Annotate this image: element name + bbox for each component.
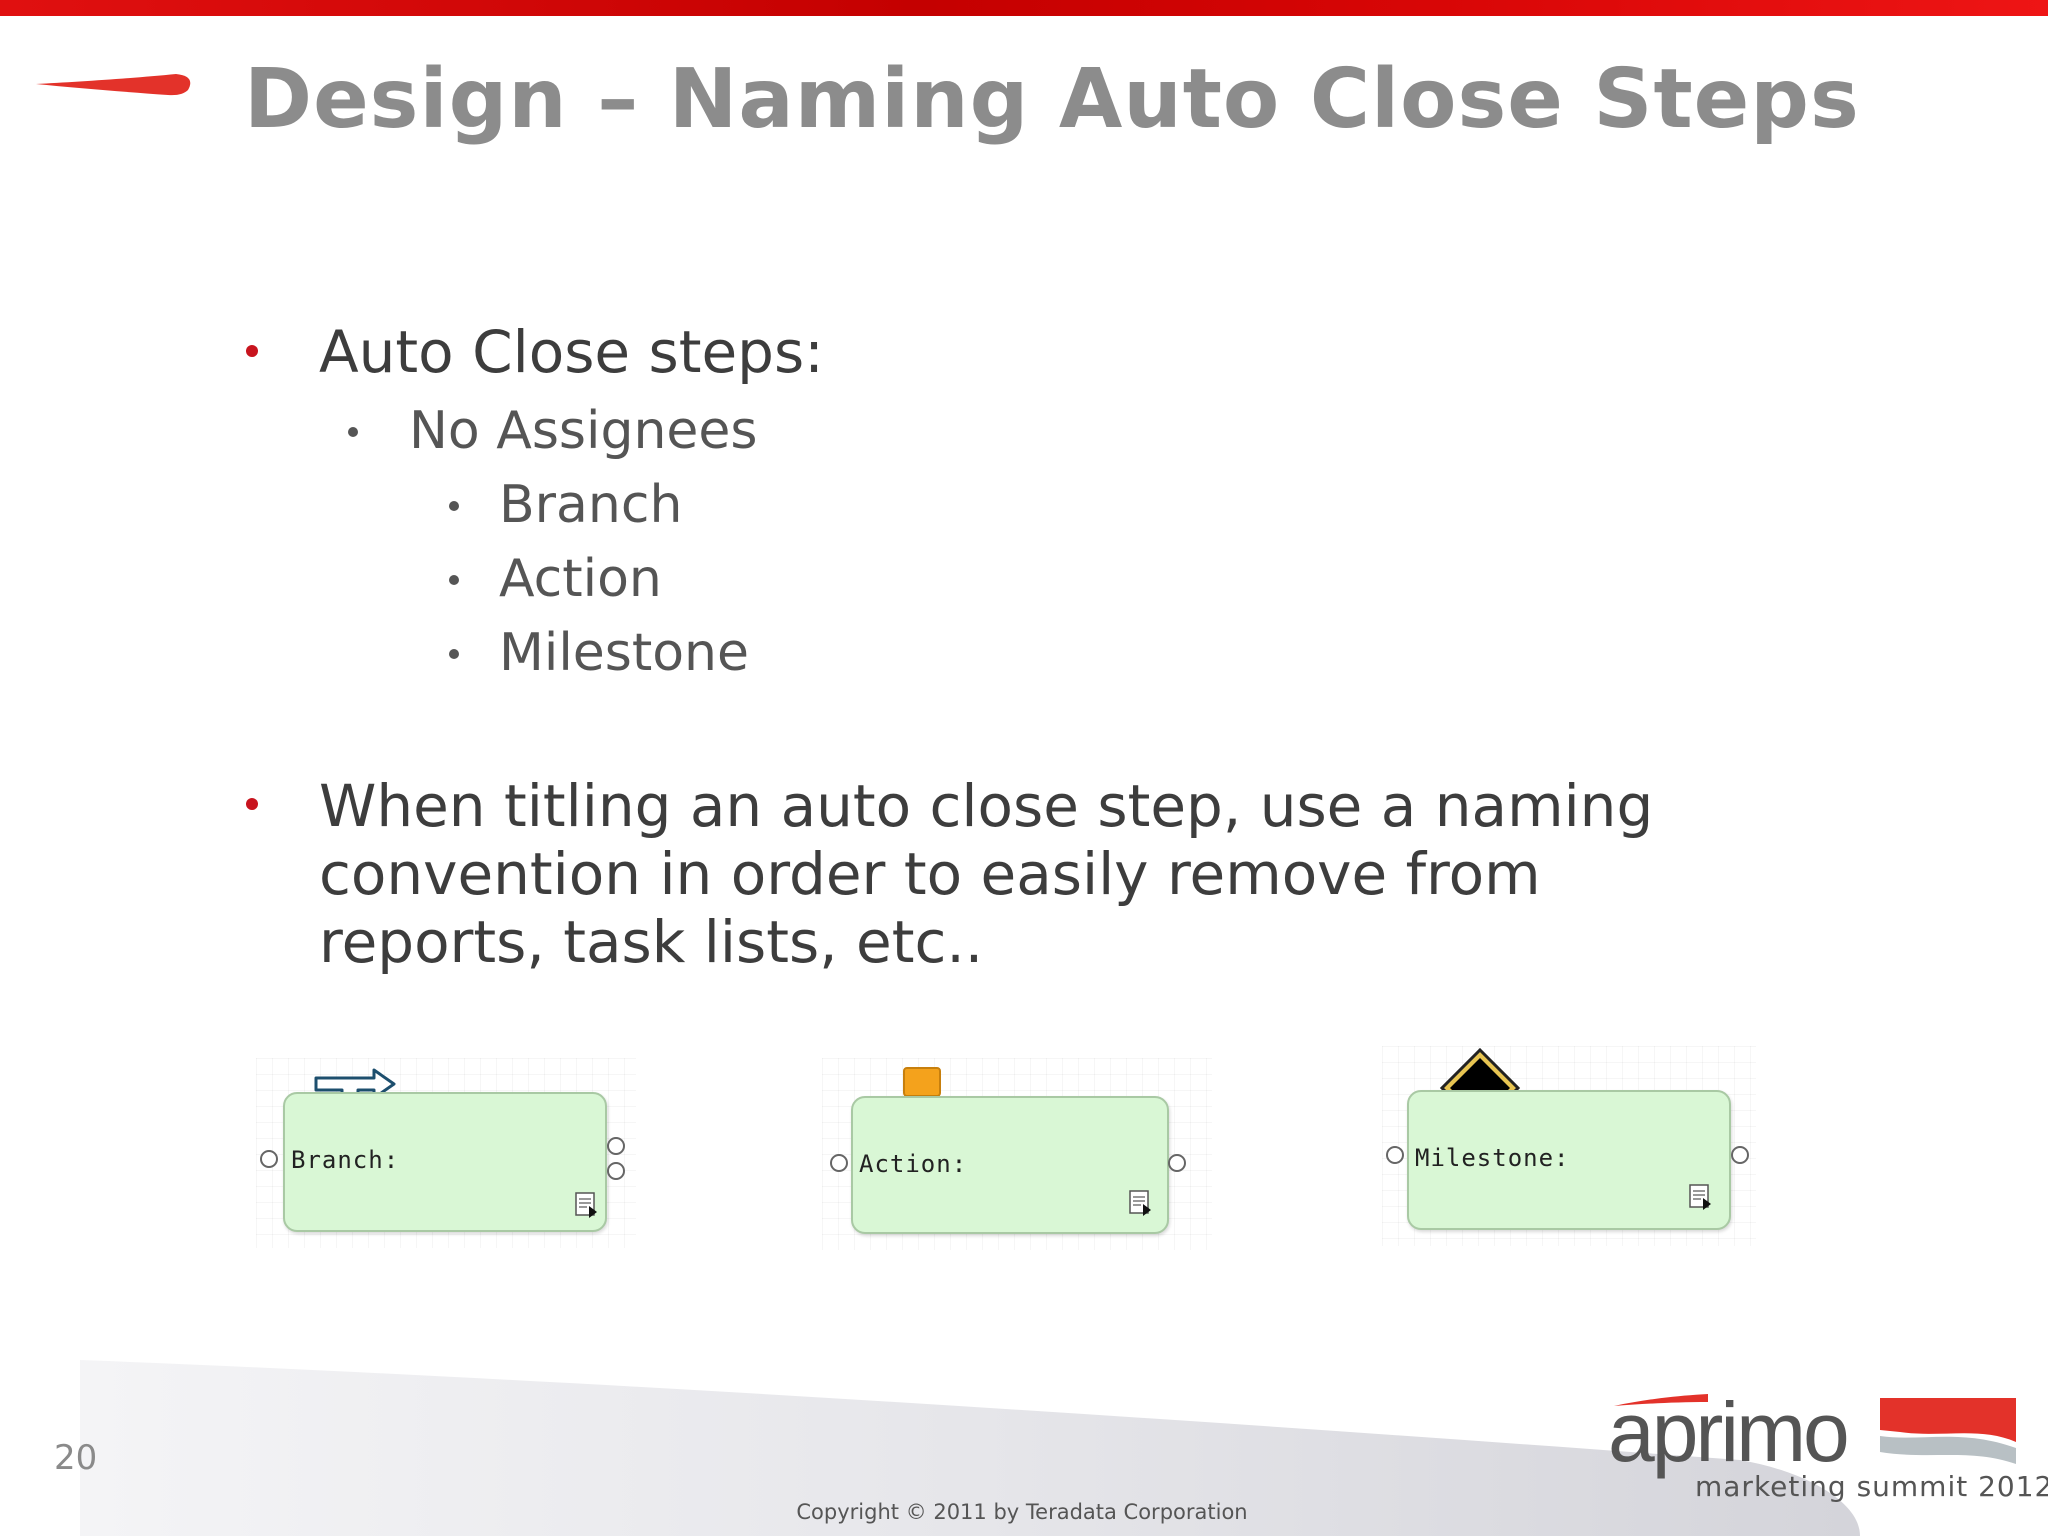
bullet-auto-close: Auto Close steps: bbox=[319, 318, 824, 386]
aprimo-logo-word: aprimo bbox=[1608, 1385, 1850, 1479]
branch-node[interactable]: Branch: bbox=[283, 1092, 607, 1232]
paragraph-line: convention in order to easily remove fro… bbox=[319, 840, 1541, 908]
milestone-output-port[interactable] bbox=[1731, 1146, 1749, 1164]
action-output-port[interactable] bbox=[1168, 1154, 1186, 1172]
bullet-dot bbox=[246, 345, 258, 357]
copyright-label: Copyright © 2011 by Teradata Corporation bbox=[796, 1500, 1248, 1524]
document-icon bbox=[1689, 1184, 1711, 1210]
paragraph-line: reports, task lists, etc.. bbox=[319, 908, 984, 976]
branch-input-port[interactable] bbox=[260, 1150, 278, 1168]
branch-node-label: Branch: bbox=[291, 1146, 400, 1174]
aprimo-logo-subtitle: marketing summit 2012 bbox=[1695, 1470, 2048, 1503]
action-node-panel: Action: bbox=[822, 1058, 1212, 1250]
milestone-node-panel: Milestone: bbox=[1382, 1046, 1756, 1246]
paragraph-line: When titling an auto close step, use a n… bbox=[319, 772, 1654, 840]
action-node[interactable]: Action: bbox=[851, 1096, 1169, 1234]
bullet-dot bbox=[246, 798, 258, 810]
bullet-dot bbox=[348, 427, 358, 437]
logo-flag-icon bbox=[1880, 1398, 2016, 1464]
bullet-dot bbox=[449, 649, 459, 659]
copyright-text: Copyright © 2011 by Teradata Corporation bbox=[0, 1500, 2048, 1524]
document-icon bbox=[1129, 1190, 1151, 1216]
action-node-label: Action: bbox=[859, 1150, 968, 1178]
bottom-swoosh-band bbox=[80, 1360, 1860, 1536]
slide-title: Design – Naming Auto Close Steps bbox=[244, 52, 1860, 147]
branch-output-port[interactable] bbox=[607, 1162, 625, 1180]
document-icon bbox=[575, 1192, 597, 1218]
milestone-node-label: Milestone: bbox=[1415, 1144, 1570, 1172]
bullet-action: Action bbox=[499, 549, 662, 609]
branch-node-panel: Branch: bbox=[256, 1058, 636, 1248]
logo-swoosh-icon bbox=[1614, 1394, 1708, 1406]
milestone-node[interactable]: Milestone: bbox=[1407, 1090, 1731, 1230]
red-swoosh-icon bbox=[36, 74, 191, 96]
milestone-input-port[interactable] bbox=[1386, 1146, 1404, 1164]
bullet-branch: Branch bbox=[499, 475, 683, 535]
top-red-bar bbox=[0, 0, 2048, 16]
bullet-milestone: Milestone bbox=[499, 623, 749, 683]
branch-output-port[interactable] bbox=[607, 1137, 625, 1155]
bullet-dot bbox=[449, 575, 459, 585]
naming-convention-paragraph: When titling an auto close step, use a n… bbox=[319, 772, 1719, 976]
page-number: 20 bbox=[54, 1438, 98, 1478]
action-input-port[interactable] bbox=[830, 1154, 848, 1172]
bullet-no-assignees: No Assignees bbox=[409, 401, 758, 461]
bullet-dot bbox=[449, 501, 459, 511]
